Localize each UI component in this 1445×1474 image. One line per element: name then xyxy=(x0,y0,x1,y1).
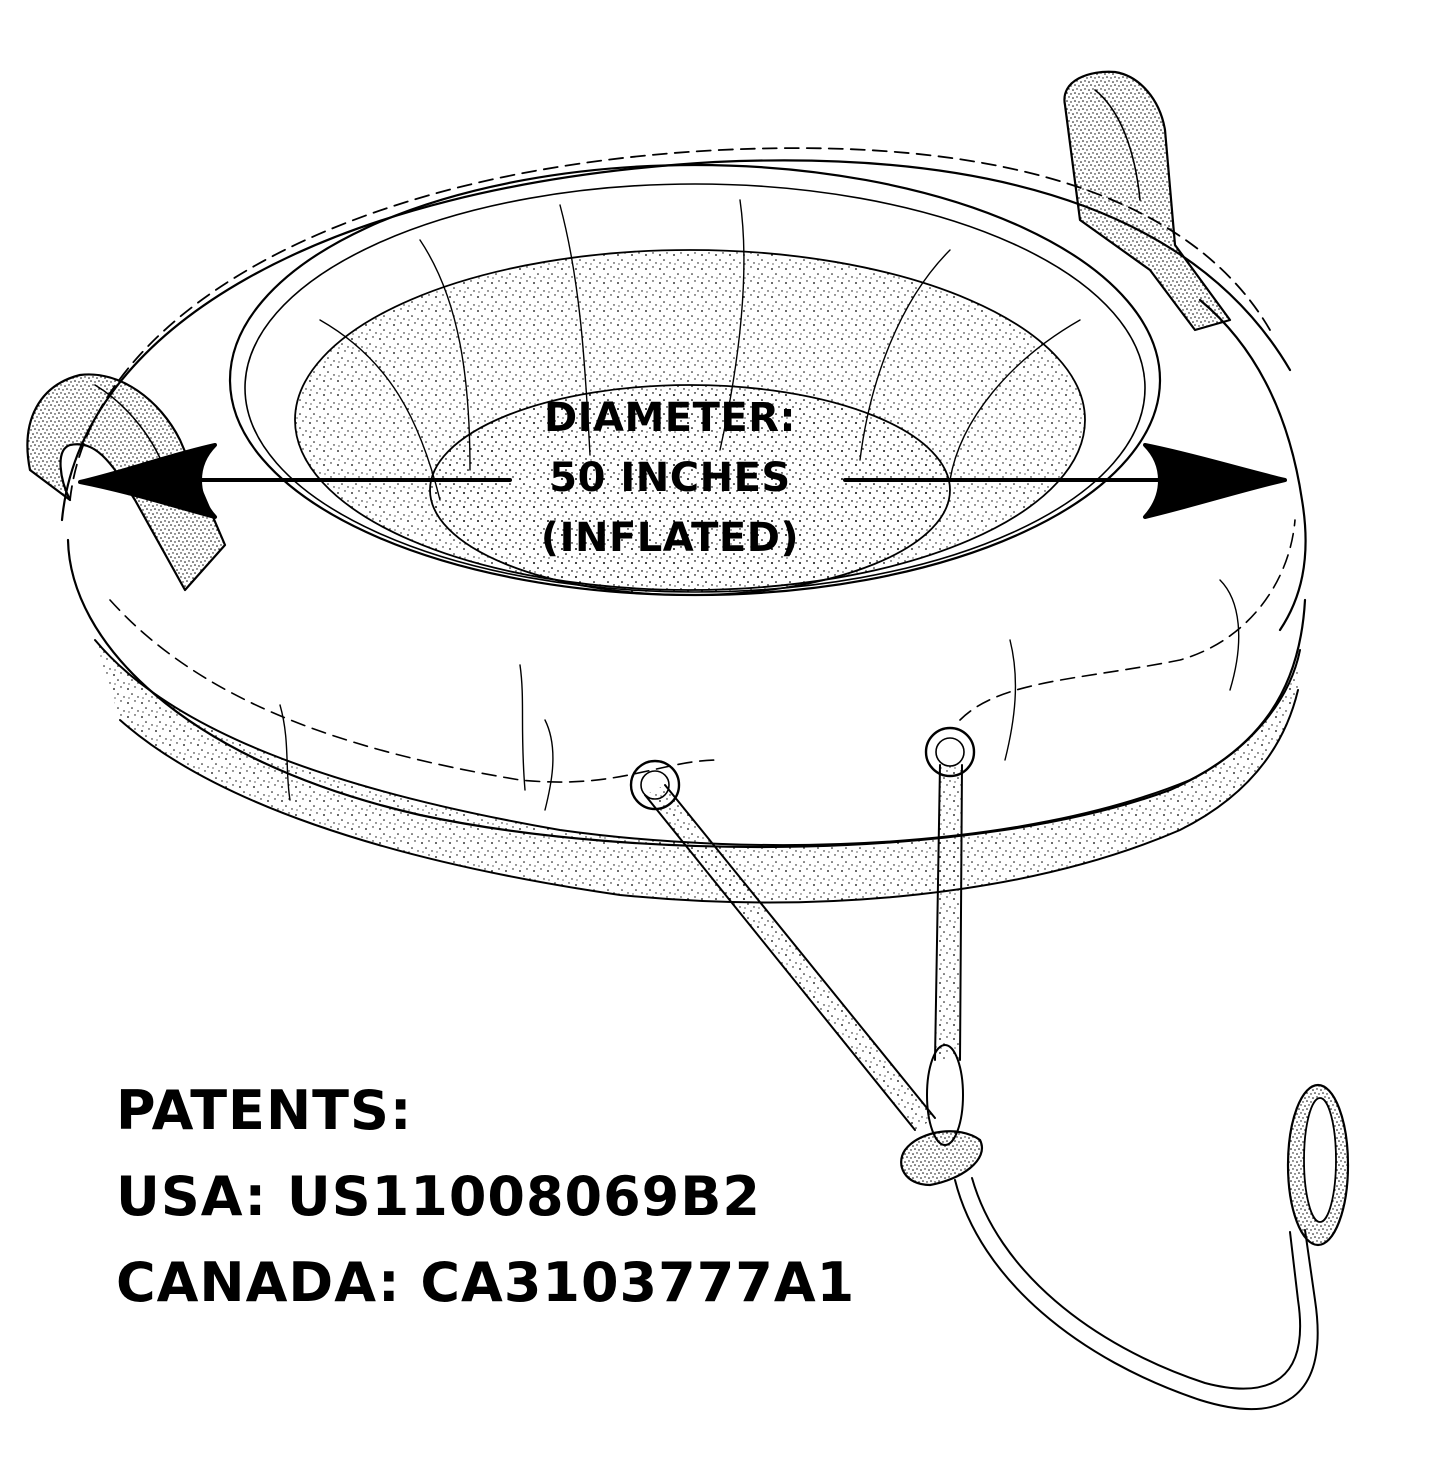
tube-lower-seam-dashed xyxy=(109,599,721,783)
tube-fold xyxy=(519,664,526,791)
tow-rope-left-leg-fill xyxy=(645,785,935,1130)
tube-right-side xyxy=(1198,298,1307,632)
patent-canada: CANADA: CA3103777A1 xyxy=(116,1251,856,1314)
tow-rope-tail xyxy=(954,1179,1319,1410)
tow-rope-knot xyxy=(900,1130,983,1187)
arrowhead-right xyxy=(1143,443,1287,519)
patents-block: PATENTS: USA: US11008069B2 CANADA: CA310… xyxy=(116,1068,855,1326)
tube-fold xyxy=(279,704,291,801)
seat-seam xyxy=(319,319,441,501)
right-handle-strap xyxy=(1063,70,1232,332)
seat-seam xyxy=(419,239,471,471)
patents-heading: PATENTS: xyxy=(116,1079,413,1142)
tow-rope-tail-inner xyxy=(971,1177,1302,1390)
diameter-label-line2: 50 INCHES xyxy=(549,455,791,501)
seat-seam xyxy=(859,249,951,461)
tube-right-seam-dashed xyxy=(959,519,1296,721)
patent-usa: USA: US11008069B2 xyxy=(116,1165,761,1228)
diameter-label: DIAMETER: 50 INCHES (INFLATED) xyxy=(505,388,835,568)
right-handle-strap-edge xyxy=(1094,89,1141,201)
tube-fold xyxy=(544,719,554,811)
tow-grommet-right-inner xyxy=(935,737,965,767)
seat-seam xyxy=(559,204,591,456)
diameter-label-line3: (INFLATED) xyxy=(540,515,800,561)
seat-seam xyxy=(949,319,1081,481)
tow-rope-right-leg-fill xyxy=(935,765,962,1060)
diameter-label-line1: DIAMETER: xyxy=(543,395,797,441)
tow-rope-grip-loop-hole xyxy=(1303,1097,1337,1223)
seat-seam xyxy=(719,199,745,451)
seat-bottom xyxy=(429,384,951,596)
tube-fold xyxy=(1004,639,1017,761)
arrowhead-left xyxy=(78,443,217,519)
diameter-arrow xyxy=(78,443,1287,519)
tow-rope-loop xyxy=(926,1044,964,1146)
tube-base-band-top xyxy=(94,639,1301,847)
tube-fold xyxy=(1219,579,1240,691)
tube-base-band-fill xyxy=(95,640,1300,903)
